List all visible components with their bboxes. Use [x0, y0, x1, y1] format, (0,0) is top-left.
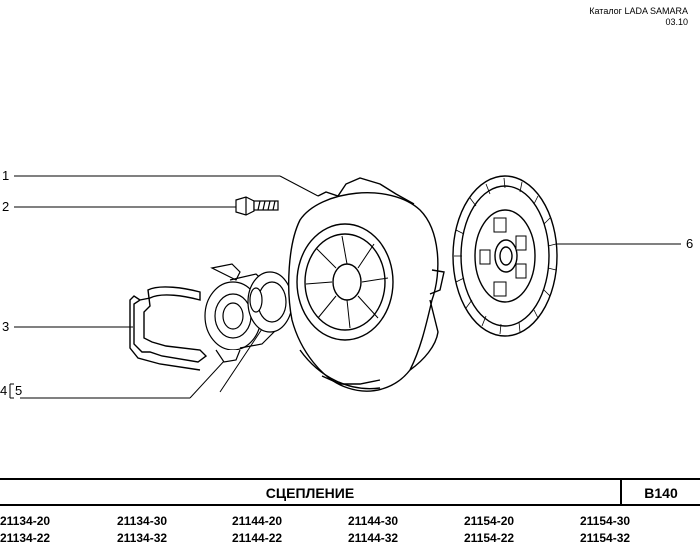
model-row-2: 21134-22 21134-32 21144-22 21144-32 2115… [0, 531, 700, 547]
bolt-part [235, 196, 279, 216]
catalog-name: Каталог LADA SAMARA [589, 6, 688, 16]
catalog-date: 03.10 [665, 17, 688, 27]
model-code: 21154-32 [580, 531, 631, 545]
clutch-disc-part [452, 175, 558, 337]
model-code: 21144-30 [348, 514, 399, 528]
model-code: 21144-32 [348, 531, 399, 545]
title-bar: СЦЕПЛЕНИЕ В140 [0, 478, 700, 506]
bearing-ring-part [247, 271, 293, 333]
section-code: В140 [644, 485, 678, 501]
title-divider [620, 480, 622, 504]
callout-1: 1 [2, 168, 10, 183]
model-code: 21154-20 [464, 514, 515, 528]
model-code: 21144-22 [232, 531, 283, 545]
section-title: СЦЕПЛЕНИЕ [265, 485, 355, 501]
callout-5: 5 [15, 383, 23, 398]
clutch-exploded-diagram [9, 175, 681, 399]
callout-6: 6 [686, 236, 694, 251]
model-code: 21134-32 [117, 531, 168, 545]
model-code: 21154-22 [464, 531, 515, 545]
model-code: 21134-20 [0, 514, 51, 528]
catalog-header: Каталог LADA SAMARA 03.10 [589, 6, 688, 28]
callout-2: 2 [2, 199, 10, 214]
model-row-1: 21134-20 21134-30 21144-20 21144-30 2115… [0, 514, 700, 530]
model-code: 21134-30 [117, 514, 168, 528]
model-code: 21144-20 [232, 514, 283, 528]
model-code: 21134-22 [0, 531, 51, 545]
callout-3: 3 [2, 319, 10, 334]
release-spring-clip [129, 286, 208, 371]
release-bearing-part [204, 263, 277, 363]
callout-4: 4 [0, 383, 8, 398]
pressure-plate-part [288, 177, 445, 392]
model-code: 21154-30 [580, 514, 631, 528]
